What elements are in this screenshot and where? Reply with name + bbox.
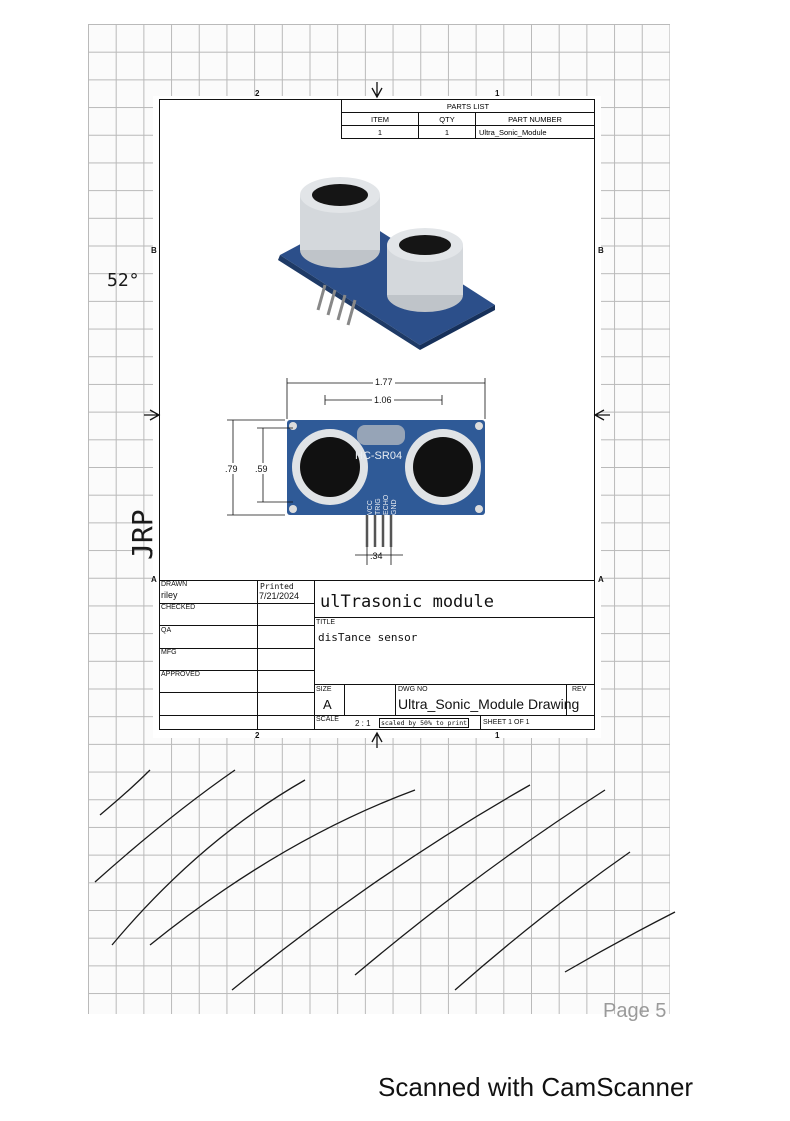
- parts-cell-part-number: Ultra_Sonic_Module: [475, 125, 595, 139]
- scale-value: 2 : 1: [355, 719, 371, 728]
- title-block-divider: [257, 580, 258, 730]
- dim-transducer-height: .59: [255, 464, 268, 474]
- title-block-divider: [395, 684, 396, 715]
- title-block-row-line: [314, 684, 595, 685]
- zone-right-a: A: [598, 575, 604, 584]
- title-block-row-line: [159, 692, 315, 693]
- zone-top-2: 2: [255, 89, 260, 98]
- drawn-date: 7/21/2024: [259, 591, 300, 601]
- scale-note: scaled by 50% to print: [379, 718, 470, 728]
- isometric-module-view: [278, 177, 495, 350]
- zone-top-1: 1: [495, 89, 500, 98]
- size-label: SIZE: [316, 686, 332, 693]
- scale-label: SCALE: [316, 716, 339, 723]
- margin-note-angle: 52°: [107, 270, 140, 291]
- zone-bottom-2: 2: [255, 731, 260, 740]
- drawn-label: DRAWN: [161, 581, 188, 588]
- sheet-value: SHEET 1 OF 1: [483, 719, 530, 726]
- title-block-row-line: [159, 625, 315, 626]
- qa-label: QA: [161, 627, 172, 634]
- dim-height: .79: [225, 464, 238, 474]
- title-block-divider: [314, 580, 315, 730]
- parts-cell-qty: 1: [418, 125, 476, 139]
- zone-left-b: B: [151, 246, 157, 255]
- project-name: ulTrasonic module: [320, 592, 494, 612]
- title-block-row-line: [159, 670, 315, 671]
- rev-label: REV: [572, 686, 587, 693]
- parts-list-table: PARTS LIST ITEM QTY PART NUMBER 1 1 Ultr…: [341, 99, 595, 139]
- front-view-drawing: HC-SR04 VCC TRIG ECHO GND 1.77 1.06 .79 …: [224, 376, 486, 565]
- title-block-row-line: [159, 603, 315, 604]
- pin-label-trig: TRIG: [375, 498, 382, 515]
- scanner-watermark: Scanned with CamScanner: [378, 1072, 694, 1102]
- page-number: Page 5: [603, 1000, 667, 1022]
- title-block-divider: [480, 715, 481, 730]
- title-block-divider: [566, 684, 567, 715]
- title-block-row-line: [159, 715, 315, 716]
- checked-label: CHECKED: [161, 604, 196, 611]
- pin-label-gnd: GND: [391, 499, 398, 515]
- title-value: disTance sensor: [318, 631, 418, 644]
- title-block-row-line: [314, 715, 595, 716]
- table-row: 1 1 Ultra_Sonic_Module: [341, 125, 595, 139]
- module-model-label: HC-SR04: [355, 450, 402, 462]
- printed-note: Printed: [260, 582, 294, 591]
- size-value: A: [323, 697, 332, 712]
- dwg-no-value: Ultra_Sonic_Module Drawing: [398, 696, 580, 712]
- title-block-row-line: [159, 648, 315, 649]
- mfg-label: MFG: [161, 649, 177, 656]
- pin-label-vcc: VCC: [367, 500, 374, 515]
- title-block-top-line: [159, 580, 595, 581]
- zone-bottom-1: 1: [495, 731, 500, 740]
- dwg-no-label: DWG NO: [398, 686, 428, 693]
- dim-transducer-spacing: 1.06: [374, 395, 392, 405]
- drawn-by-value: riley: [161, 590, 178, 600]
- title-label: TITLE: [316, 619, 336, 626]
- dim-overall-width: 1.77: [375, 377, 393, 387]
- title-block-divider: [344, 684, 345, 715]
- dim-pin-spacing: .34: [370, 551, 383, 561]
- title-block-row-line: [314, 617, 595, 618]
- zone-left-a: A: [151, 575, 157, 584]
- pin-label-echo: ECHO: [383, 494, 390, 515]
- zone-right-b: B: [598, 246, 604, 255]
- approved-label: APPROVED: [161, 671, 200, 678]
